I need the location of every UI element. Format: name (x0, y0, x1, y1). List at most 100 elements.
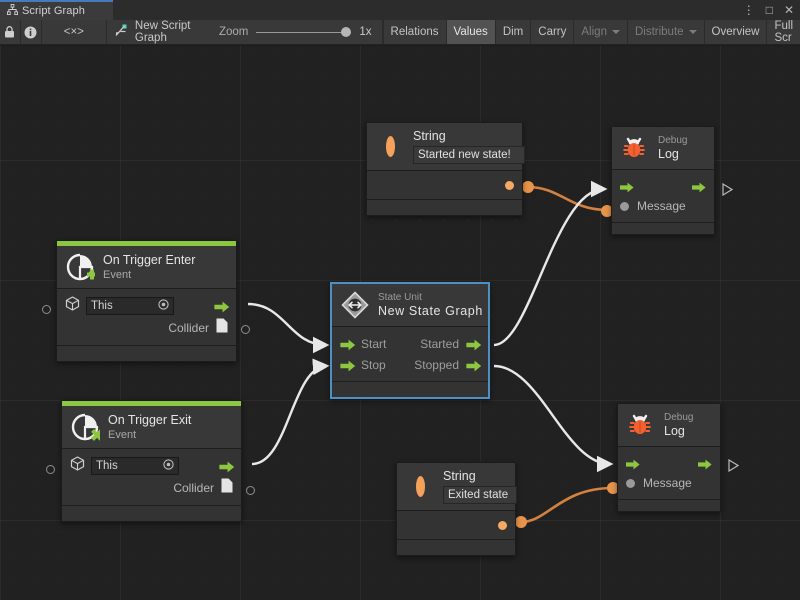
target-object-value: This (91, 300, 113, 312)
zoom-slider-track (256, 31, 352, 33)
message-input-port[interactable] (620, 201, 629, 211)
wire-string-top-to-debug-top (527, 185, 608, 212)
toolbar-button-overview[interactable]: Overview (703, 20, 767, 44)
node-title: String (413, 129, 446, 143)
collider-output-connector-icon[interactable] (241, 325, 250, 334)
wire-endpoint (601, 205, 613, 217)
graph-name-field[interactable]: New Script Graph (106, 20, 215, 44)
toolbar-button-dim[interactable]: Dim (494, 20, 531, 44)
node-header: On Trigger Enter Event (57, 246, 236, 288)
node-body: This Collider (62, 448, 241, 505)
wire-trigger-enter-to-start (247, 302, 330, 354)
close-icon[interactable]: ✕ (783, 3, 794, 17)
zoom-slider-knob[interactable] (341, 27, 352, 37)
toolbar-button-fullscreen[interactable]: Full Scr (766, 20, 800, 44)
flow-output-connector-icon[interactable] (722, 182, 734, 201)
graph-name-label: New Script Graph (134, 20, 191, 44)
node-footer (397, 539, 515, 555)
zoom-slider[interactable] (256, 26, 352, 38)
connection-wires (247, 180, 619, 528)
wire-trigger-exit-to-stop (251, 358, 330, 466)
state-unit-node[interactable]: State Unit New State Graph Start Started (330, 282, 490, 399)
zoom-value: 1x (359, 26, 372, 38)
lock-icon[interactable] (0, 20, 21, 44)
zoom-control[interactable]: Zoom 1x (214, 20, 383, 44)
node-header: Debug Log (618, 404, 720, 446)
graph-icon (7, 2, 18, 20)
node-header: State Unit New State Graph (332, 284, 488, 326)
align-label: Align (581, 26, 607, 38)
event-accent-bar (57, 241, 236, 246)
on-trigger-enter-node[interactable]: On Trigger Enter Event This (56, 240, 237, 362)
string-node-exited[interactable]: String Exited state (396, 462, 517, 556)
toolbar-button-carry[interactable]: Carry (530, 20, 574, 44)
port-label-started: Started (420, 336, 459, 351)
wire-string-bottom-to-debug-bottom (520, 486, 614, 524)
flow-output-port[interactable] (698, 457, 712, 470)
orange-circle-icon (375, 132, 405, 162)
string-value-input[interactable]: Started new state! (413, 146, 525, 164)
code-icon[interactable]: <×> (41, 20, 107, 44)
flow-output-port[interactable] (219, 460, 235, 473)
string-value-input[interactable]: Exited state (443, 486, 517, 504)
graph-canvas[interactable]: String Started new state! (0, 46, 800, 600)
flow-input-port[interactable] (620, 180, 634, 193)
flow-input-port-stop[interactable] (340, 359, 356, 371)
node-title: Log (658, 146, 679, 161)
string-node-started[interactable]: String Started new state! (366, 122, 525, 216)
node-category: Debug (664, 411, 694, 423)
collider-output-connector-icon[interactable] (246, 486, 255, 495)
wire-stopped-to-debug-bottom (493, 364, 614, 473)
collider-value-port-icon[interactable] (216, 318, 228, 338)
target-object-field[interactable]: This (91, 457, 179, 475)
event-accent-bar (62, 401, 241, 406)
object-picker-icon[interactable] (158, 299, 169, 313)
chevron-down-icon (688, 30, 697, 34)
flow-output-port-stopped[interactable] (466, 359, 482, 371)
toolbar-button-align[interactable]: Align (573, 20, 627, 44)
window-controls: ⋮ □ ✕ (743, 0, 794, 20)
more-options-icon[interactable]: ⋮ (742, 3, 755, 17)
toolbar-button-values[interactable]: Values (445, 20, 495, 44)
node-body: This Collider (57, 288, 236, 345)
gameobject-icon (65, 296, 80, 316)
node-subtitle: Event (103, 268, 132, 281)
on-trigger-exit-node[interactable]: On Trigger Exit Event This (61, 400, 242, 522)
output-port-value[interactable] (505, 180, 514, 190)
collider-value-port-icon[interactable] (221, 478, 233, 498)
flow-input-port-start[interactable] (340, 338, 356, 350)
node-footer (612, 222, 714, 234)
port-label-message: Message (643, 476, 692, 490)
flow-output-port-started[interactable] (466, 338, 482, 350)
node-footer (332, 381, 488, 397)
output-port-value[interactable] (498, 520, 507, 530)
flow-output-port[interactable] (214, 300, 230, 313)
node-body (397, 510, 515, 539)
maximize-icon[interactable]: □ (765, 3, 773, 17)
object-picker-icon[interactable] (163, 459, 174, 473)
flow-output-connector-icon[interactable] (728, 458, 740, 477)
target-input-connector-icon[interactable] (42, 305, 51, 314)
debug-log-node-top[interactable]: Debug Log Message (611, 126, 715, 235)
toolbar-button-relations[interactable]: Relations (382, 20, 446, 44)
node-footer (618, 499, 720, 511)
wire-endpoint (515, 516, 527, 528)
toolbar-button-distribute[interactable]: Distribute (626, 20, 704, 44)
tab-script-graph[interactable]: Script Graph (0, 0, 113, 20)
flow-input-port[interactable] (626, 457, 640, 470)
bug-icon (620, 133, 650, 163)
flow-output-port[interactable] (692, 180, 706, 193)
node-category: Debug (658, 134, 688, 146)
node-title: String (443, 469, 476, 483)
bug-icon (626, 410, 656, 440)
wire-endpoint (607, 482, 619, 494)
orange-circle-icon (405, 472, 435, 502)
script-graph-icon (115, 24, 128, 40)
node-subtitle: Event (108, 428, 137, 441)
target-object-field[interactable]: This (86, 297, 174, 315)
debug-log-node-bottom[interactable]: Debug Log Message (617, 403, 721, 512)
info-icon[interactable] (20, 20, 42, 44)
toolbar: <×> New Script Graph Zoom 1x Relations V… (0, 20, 800, 45)
message-input-port[interactable] (626, 478, 635, 488)
target-input-connector-icon[interactable] (46, 465, 55, 474)
